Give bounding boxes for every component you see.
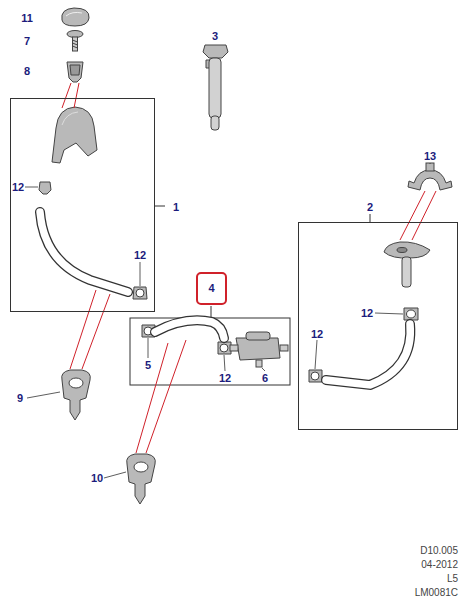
drawing-code: L5 — [447, 574, 458, 584]
callout-number: 7 — [24, 36, 30, 47]
callout-number: 2 — [367, 202, 373, 213]
group-frame: 1 — [10, 98, 155, 312]
callout-number: 11 — [21, 13, 33, 24]
callout-number: 5 — [145, 360, 151, 371]
callout-number: 12 — [134, 250, 146, 261]
callout-number: 10 — [91, 473, 103, 484]
drawing-code: LM0081C — [415, 588, 458, 598]
drawing-code: D10.005 — [420, 546, 458, 556]
callout-number: 12 — [12, 182, 24, 193]
callout-number: 12 — [311, 329, 323, 340]
highlight-box: 4 — [196, 272, 227, 305]
callout-number: 8 — [24, 66, 30, 77]
callout-number: 13 — [424, 151, 436, 162]
callout-number: 1 — [173, 202, 179, 213]
callout-number: 9 — [17, 393, 23, 404]
callout-number: 12 — [219, 373, 231, 384]
callout-number: 3 — [212, 31, 218, 42]
callout-number: 12 — [361, 308, 373, 319]
group-frame: 2 — [298, 222, 458, 430]
callout-number: 6 — [262, 373, 268, 384]
callout-number: 4 — [208, 283, 214, 294]
drawing-code: 04-2012 — [421, 560, 458, 570]
